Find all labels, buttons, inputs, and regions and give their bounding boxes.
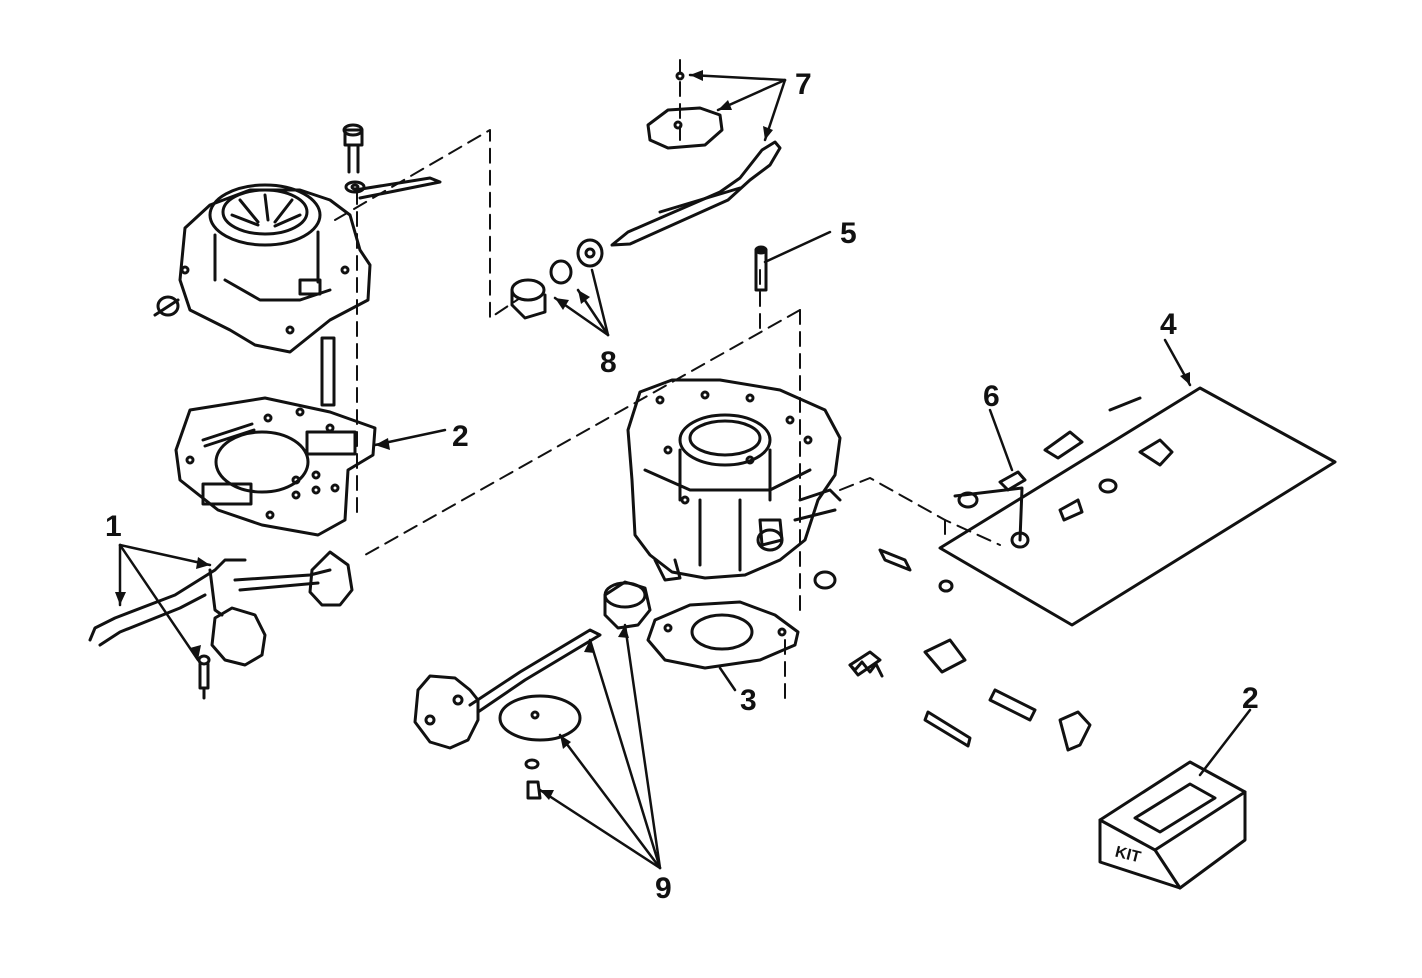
callout-2-kit: 2 <box>1242 682 1259 715</box>
carburetor-body <box>626 378 842 582</box>
pump-shaft-assembly <box>610 71 782 247</box>
flange-gasket <box>646 600 800 670</box>
air-horn-assembly <box>153 123 442 354</box>
callout-1: 1 <box>105 510 122 543</box>
callout-4: 4 <box>1160 308 1177 341</box>
callout-7: 7 <box>795 68 812 101</box>
kit-parts-panel <box>938 386 1337 627</box>
leader-lines <box>118 73 1252 870</box>
callout-9: 9 <box>655 872 672 905</box>
callout-6: 6 <box>983 380 1000 413</box>
kit-box-label: KIT <box>1113 844 1142 867</box>
callout-3: 3 <box>740 684 757 717</box>
callout-2-gasket: 2 <box>452 420 469 453</box>
arrowheads <box>115 70 1190 800</box>
pin <box>320 336 336 407</box>
kit-box <box>1098 760 1247 890</box>
callout-labels: 1 2 3 4 5 6 7 8 9 2 KIT <box>105 68 1259 905</box>
accelerator-pump <box>413 580 652 800</box>
gasket <box>174 396 377 537</box>
pin-5 <box>754 245 768 292</box>
callout-5: 5 <box>840 217 857 250</box>
callout-8: 8 <box>600 346 617 379</box>
choke-linkage <box>88 550 354 700</box>
small-parts-8 <box>510 238 604 320</box>
screws-and-springs <box>813 548 1092 752</box>
alignment-lines <box>334 59 1001 701</box>
